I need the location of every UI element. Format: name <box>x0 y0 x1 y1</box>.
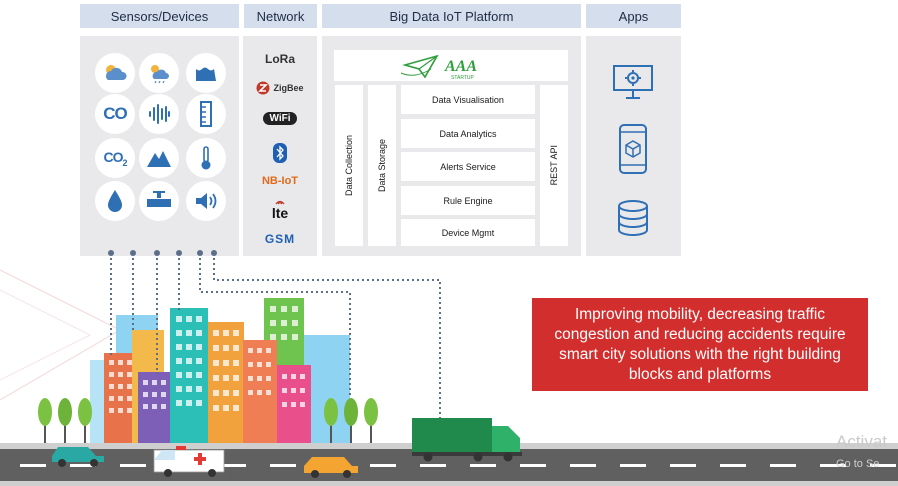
header-network: Network <box>244 4 317 28</box>
city-illustration <box>0 250 898 486</box>
ruler-icon <box>186 94 226 134</box>
service-data-analytics: Data Analytics <box>401 119 535 148</box>
service-data-visualisation: Data Visualisation <box>401 85 535 114</box>
logo-subtext: STARTUP <box>451 75 475 81</box>
activation-watermark-sub: Go to Se <box>836 458 880 470</box>
network-lte: lte <box>243 197 317 221</box>
logo-text: AAA <box>444 58 477 75</box>
smart-city-message: Improving mobility, decreasing traffic c… <box>532 298 868 391</box>
service-device-mgmt: Device Mgmt <box>401 219 535 246</box>
database-icon <box>617 200 649 241</box>
network-lora: LoRa <box>265 52 295 66</box>
co2-icon: CO2 <box>95 138 135 178</box>
data-storage-label: Data Storage <box>377 138 387 193</box>
sun-cloud-icon <box>139 53 179 93</box>
service-rule-engine: Rule Engine <box>401 186 535 215</box>
bluetooth-icon <box>273 143 287 163</box>
speaker-icon <box>186 181 226 221</box>
thermometer-icon <box>186 138 226 178</box>
water-waves-icon <box>186 53 226 93</box>
co2-subscript: 2 <box>122 157 127 168</box>
network-bluetooth <box>243 143 317 166</box>
service-alerts: Alerts Service <box>401 152 535 181</box>
data-collection-box: Data Collection <box>335 85 363 246</box>
partly-cloudy-icon <box>95 53 135 93</box>
lte-label: lte <box>271 205 289 221</box>
network-nbiot: NB-IoT <box>261 175 299 187</box>
network-gsm: GSM <box>264 232 296 246</box>
aaa-logo-icon: AAA STARTUP <box>400 54 477 81</box>
mobile-cube-icon <box>618 123 648 180</box>
monitor-gear-icon <box>612 64 654 105</box>
rest-api-label: REST API <box>549 145 559 186</box>
water-drop-icon <box>95 181 135 221</box>
co-icon: CO <box>95 94 135 134</box>
co-label: CO <box>103 104 127 123</box>
logo-box: AAA STARTUP <box>334 50 568 81</box>
data-collection-label: Data Collection <box>344 134 354 197</box>
sound-wave-icon <box>139 94 179 134</box>
network-zigbee: ZigBee <box>243 81 317 95</box>
mountain-icon <box>139 138 179 178</box>
data-storage-box: Data Storage <box>368 85 396 246</box>
wifi-badge: WiFi <box>263 112 297 125</box>
header-apps: Apps <box>586 4 681 28</box>
water-valve-icon <box>139 181 179 221</box>
header-platform: Big Data IoT Platform <box>322 4 581 28</box>
network-wifi: WiFi <box>243 112 317 125</box>
zigbee-icon <box>256 81 270 95</box>
rest-api-box: REST API <box>540 85 568 246</box>
header-sensors: Sensors/Devices <box>80 4 239 28</box>
zigbee-label: ZigBee <box>273 83 304 93</box>
activation-watermark: Activat <box>836 432 888 451</box>
co2-label: CO <box>103 148 123 165</box>
lte-signal-icon <box>275 200 285 205</box>
